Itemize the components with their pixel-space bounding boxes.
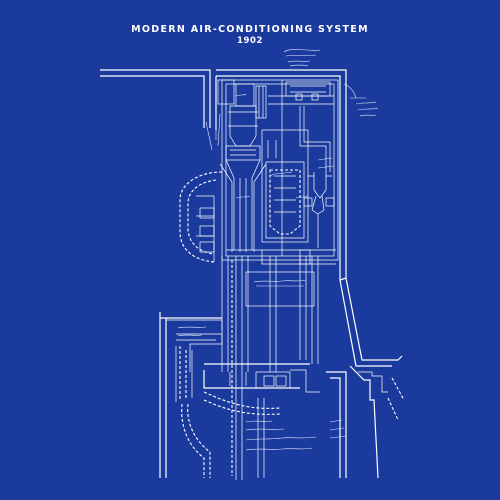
poster-year: 1902 [236,36,264,46]
left-ducts [179,171,223,263]
valve-piping [299,106,335,248]
building-walls [100,69,403,478]
right-terrain [349,365,405,479]
conical-duct [219,105,267,252]
poster-title: MODERN AIR-CONDITIONING SYSTEM [131,24,369,35]
fan-assembly [217,79,331,119]
boiler-structure [166,319,223,402]
legend-box [245,271,315,307]
vertical-pipes [221,256,319,480]
floor-level [226,249,336,265]
base-machinery [181,363,347,478]
annotation-scribbles [177,49,379,451]
cooling-tank [261,129,309,243]
